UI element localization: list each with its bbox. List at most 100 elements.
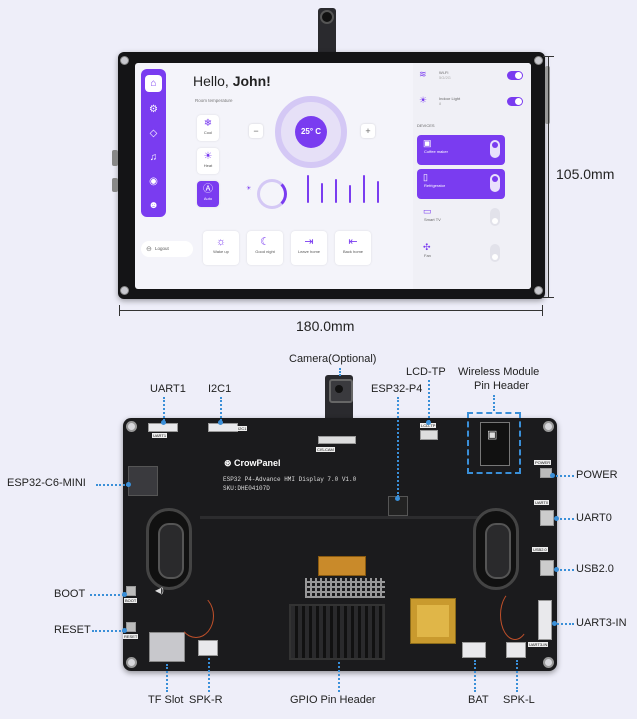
height-dimension-label: 105.0mm: [556, 166, 615, 182]
mount-hole: [126, 421, 137, 432]
uart1-label: UART1: [150, 383, 186, 395]
settings-icon[interactable]: ⚙: [149, 104, 158, 115]
tf-slot-label: TF Slot: [148, 694, 184, 706]
leader-line: [208, 658, 210, 692]
leader-line: [92, 630, 124, 632]
eq-bar[interactable]: [349, 185, 351, 203]
lcd-tp-label: LCD-TP: [406, 366, 446, 378]
home-icon[interactable]: ⌂: [145, 75, 162, 92]
side-nav: ⌂ ⚙ ◇ ♫ ◉ ☻: [141, 69, 166, 217]
screw: [120, 286, 129, 295]
leader-dot: [122, 592, 127, 597]
reset-label: RESET: [54, 624, 91, 636]
wifi-row: ≋ Wi-Fi 5G/2G: [417, 69, 527, 83]
reset-silk: RESET: [123, 634, 139, 639]
eq-bar[interactable]: [307, 175, 309, 203]
indoor-light-toggle[interactable]: [507, 97, 523, 106]
dimension-tick: [543, 297, 554, 298]
eq-bar[interactable]: [363, 175, 365, 203]
cis-cam-connector: [318, 436, 356, 444]
front-camera-module: [318, 8, 336, 56]
lcd-tp-silk: LCD-TP: [420, 423, 437, 428]
wifi-toggle[interactable]: [507, 71, 523, 80]
leader-line: [96, 484, 128, 486]
bell-icon[interactable]: ♫: [149, 152, 158, 163]
tf-card-slot: [149, 632, 185, 662]
usb-port: [540, 560, 554, 576]
leader-dot: [161, 420, 166, 425]
leader-line: [166, 664, 168, 692]
speaker-icon: ◀): [155, 586, 164, 595]
device-fan[interactable]: ✣Fan: [417, 239, 505, 269]
scene-leave-home-button[interactable]: ⇥Leave home: [291, 231, 327, 265]
usb-label: USB2.0: [576, 563, 614, 575]
side-port: [112, 178, 118, 192]
esp32-c6-module: [128, 466, 158, 496]
power-label: POWER: [576, 469, 618, 481]
uart3-label: UART3-IN: [576, 617, 627, 629]
i2c1-label: I2C1: [208, 383, 232, 395]
mount-hole: [126, 657, 137, 668]
humidity-ring: [257, 179, 287, 209]
scene-good-night-button[interactable]: ☾Good night: [247, 231, 283, 265]
logout-icon: ⊖: [146, 246, 152, 253]
smart-tv-toggle[interactable]: [490, 208, 500, 226]
dimension-tick: [542, 305, 543, 316]
decrease-temp-button[interactable]: −: [249, 124, 263, 138]
brand-logo: ⊛ CrowPanel: [224, 458, 281, 468]
spk-l-label: SPK-L: [503, 694, 535, 706]
mode-heat-button[interactable]: ☀Heat: [197, 148, 219, 174]
logout-button[interactable]: Logout: [141, 241, 193, 257]
increase-temp-button[interactable]: +: [361, 124, 375, 138]
device-coffee-maker[interactable]: ▣Coffee maker: [417, 135, 505, 165]
uart0-label: UART0: [576, 512, 612, 524]
leader-line: [338, 662, 340, 692]
leader-line: [556, 518, 574, 520]
eq-bar[interactable]: [321, 183, 323, 203]
uart3-connector: [538, 600, 552, 640]
speaker-wire: [500, 590, 530, 640]
back-home-icon: ⇤: [348, 236, 358, 248]
screw: [534, 286, 543, 295]
uart0-silk: UART0: [534, 500, 550, 505]
sun-icon: ☀: [203, 151, 213, 162]
leader-dot: [552, 621, 557, 626]
leader-line: [474, 660, 476, 692]
leader-dot: [218, 420, 223, 425]
temperature-value: 25° C: [295, 116, 327, 148]
refrigerator-icon: ▯: [423, 172, 428, 182]
shield-icon[interactable]: ◇: [149, 128, 158, 139]
wifi-icon: ≋: [419, 69, 427, 79]
location-icon[interactable]: ◉: [149, 176, 158, 187]
width-dimension-line: [119, 310, 543, 311]
lcd-tp-connector: [420, 430, 438, 440]
device-refrigerator[interactable]: ▯Refrigerator: [417, 169, 505, 199]
temperature-dial[interactable]: 25° C: [275, 96, 347, 168]
room-temperature-label: Room temperature: [195, 98, 233, 103]
cis-cam-silk: CIS-CAM: [316, 447, 335, 452]
refrigerator-toggle[interactable]: [490, 174, 500, 192]
snowflake-icon: ❄: [203, 118, 213, 129]
screw: [120, 56, 129, 65]
speaker-left: [473, 508, 519, 590]
device-smart-tv[interactable]: ▭Smart TV: [417, 203, 505, 233]
eq-bar[interactable]: [335, 179, 337, 203]
gpio-label: GPIO Pin Header: [290, 694, 376, 706]
spk-l-connector: [506, 642, 526, 658]
sku-silk: SKU:DHE04107D: [223, 485, 270, 492]
users-icon[interactable]: ☻: [148, 200, 159, 211]
crowpanel-logo-icon: ⊛: [224, 458, 235, 468]
uart3-silk: UART3-IN: [528, 642, 549, 647]
gold-pad: [410, 598, 456, 644]
scene-back-home-button[interactable]: ⇤Back home: [335, 231, 371, 265]
spk-r-connector: [198, 640, 218, 656]
camera-label: Camera(Optional): [289, 353, 377, 365]
scene-wake-up-button[interactable]: ☼Wake up: [203, 231, 239, 265]
eq-bar[interactable]: [377, 181, 379, 203]
mode-cool-button[interactable]: ❄Cool: [197, 115, 219, 141]
leader-line: [556, 569, 574, 571]
auto-icon: Ⓐ: [203, 184, 213, 195]
fan-toggle[interactable]: [490, 244, 500, 262]
coffee-maker-toggle[interactable]: [490, 140, 500, 158]
